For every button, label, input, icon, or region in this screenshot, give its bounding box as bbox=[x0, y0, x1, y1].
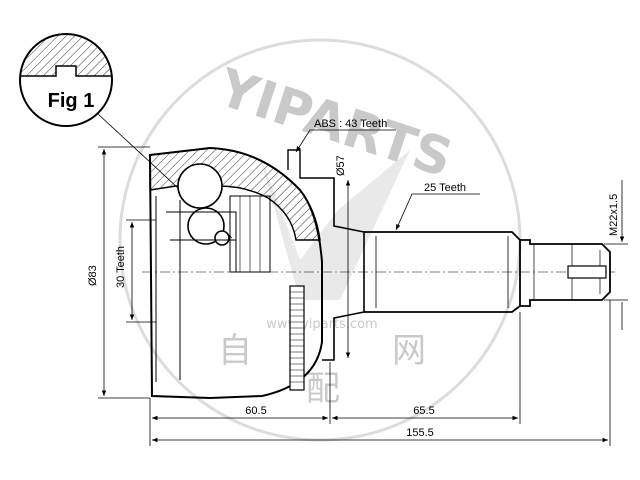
label-seal-diameter: Ø57 bbox=[335, 155, 347, 176]
stub-shaft bbox=[364, 231, 521, 313]
leader-shaft-teeth bbox=[395, 193, 480, 231]
label-abs-teeth: ABS : 43 Teeth bbox=[314, 118, 387, 130]
bell-section bbox=[149, 147, 321, 241]
label-length-shaft: 65.5 bbox=[413, 405, 434, 417]
bell-inner bbox=[155, 196, 181, 382]
abs-teeth-marks bbox=[290, 291, 304, 383]
neck bbox=[322, 177, 365, 361]
fig-detail: Fig 1 bbox=[19, 33, 233, 239]
watermark-char-2: 配 bbox=[306, 369, 340, 409]
thread-end bbox=[520, 239, 611, 307]
ball-upper bbox=[177, 163, 223, 209]
shaft-splines bbox=[375, 236, 509, 308]
ball-small bbox=[214, 230, 230, 246]
label-thread: M22x1.5 bbox=[608, 194, 620, 236]
label-shaft-teeth: 25 Teeth bbox=[424, 182, 466, 194]
label-outer-diameter: Ø83 bbox=[87, 265, 99, 286]
hub-lines bbox=[239, 196, 261, 272]
seal-lip bbox=[287, 149, 322, 179]
cage bbox=[166, 211, 237, 272]
cv-joint-part bbox=[142, 146, 615, 400]
cotter-slot bbox=[567, 265, 607, 279]
label-length-bell: 60.5 bbox=[245, 405, 266, 417]
label-length-total: 155.5 bbox=[406, 427, 434, 439]
dimensions bbox=[98, 129, 628, 446]
fig-label: Fig 1 bbox=[48, 90, 95, 112]
label-inner-teeth: 30 Teeth bbox=[115, 246, 127, 288]
abs-ring bbox=[289, 285, 305, 391]
watermark-char-3: 网 bbox=[392, 331, 426, 371]
watermark-char-1: 自 bbox=[218, 331, 252, 371]
leader-abs bbox=[295, 129, 396, 153]
